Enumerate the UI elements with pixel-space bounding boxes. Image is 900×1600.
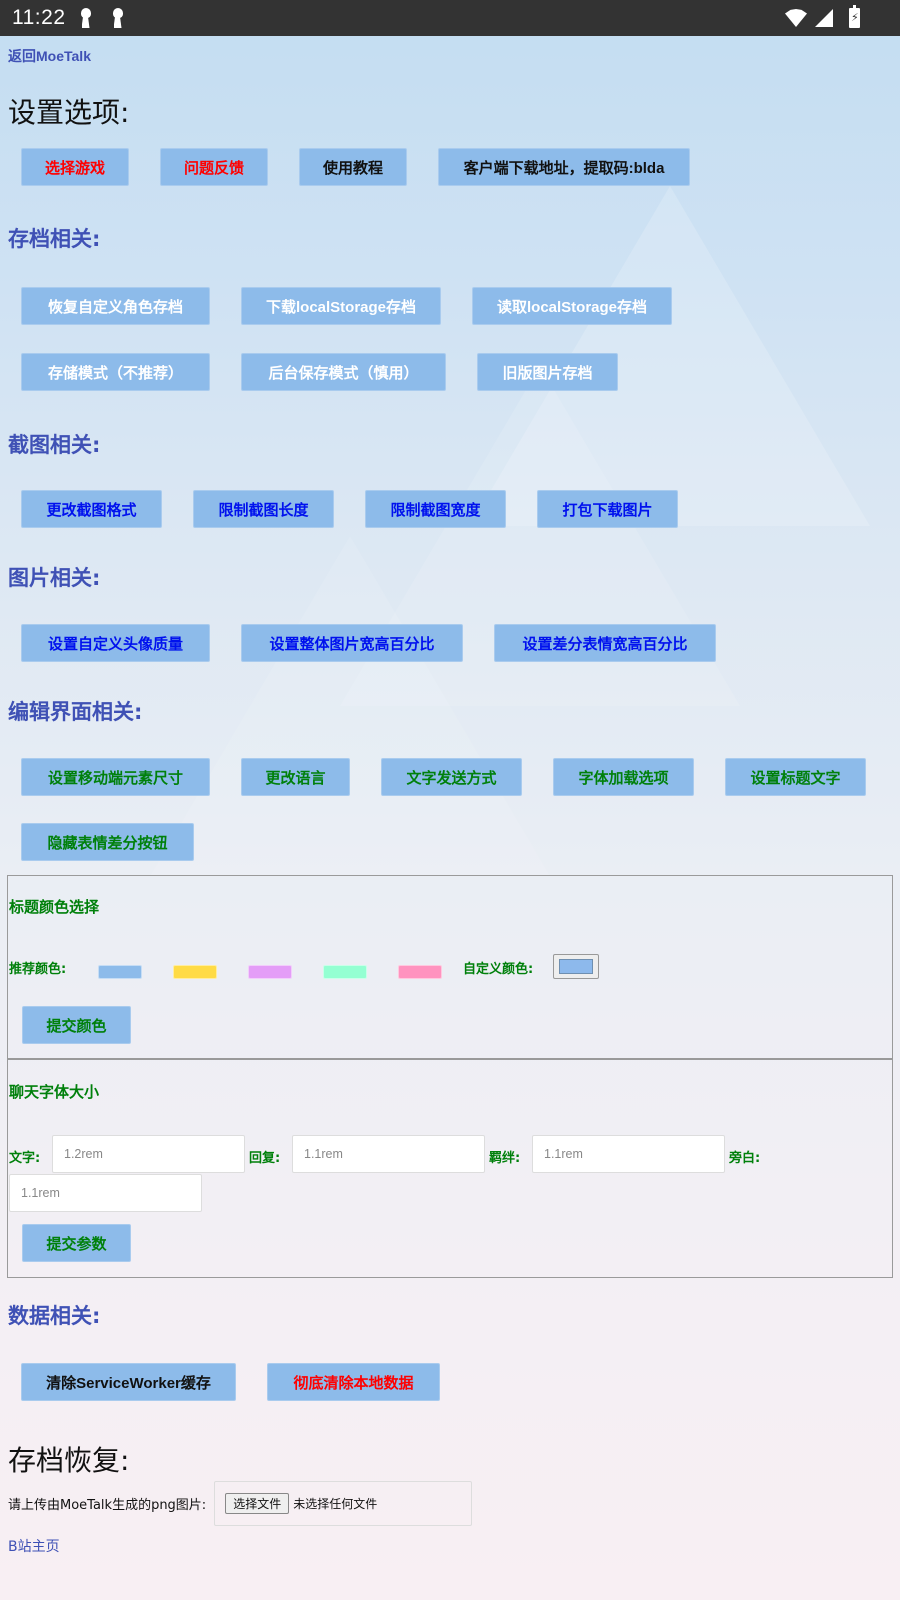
title-color-panel: 标题颜色选择 推荐颜色: 自定义颜色: 提交颜色	[7, 875, 893, 1060]
file-status: 未选择任何文件	[293, 1497, 378, 1511]
top-button-row: 选择游戏 问题反馈 使用教程 客户端下载地址，提取码:blda	[8, 148, 892, 186]
color-swatch-pink[interactable]	[398, 965, 442, 979]
limit-screenshot-length-button[interactable]: 限制截图长度	[193, 490, 334, 528]
feedback-button[interactable]: 问题反馈	[160, 148, 268, 186]
save-button-row-2: 存储模式（不推荐） 后台保存模式（慎用） 旧版图片存档	[8, 353, 892, 391]
section-title-save: 存档相关:	[8, 227, 101, 251]
section-title-editor: 编辑界面相关:	[8, 700, 143, 724]
wifi-icon	[785, 9, 807, 27]
submit-color-button[interactable]: 提交颜色	[22, 1006, 131, 1044]
hide-diff-expression-button[interactable]: 隐藏表情差分按钮	[21, 823, 194, 861]
set-title-text-button[interactable]: 设置标题文字	[725, 758, 866, 796]
color-swatch-blue[interactable]	[98, 965, 142, 979]
mobile-element-size-button[interactable]: 设置移动端元素尺寸	[21, 758, 210, 796]
tutorial-button[interactable]: 使用教程	[299, 148, 407, 186]
clear-local-data-button[interactable]: 彻底清除本地数据	[267, 1363, 440, 1401]
bond-size-input[interactable]: 1.1rem	[532, 1135, 725, 1173]
text-size-input[interactable]: 1.2rem	[52, 1135, 245, 1173]
editor-button-row-2: 隐藏表情差分按钮	[8, 823, 892, 861]
section-title-screenshot: 截图相关:	[8, 433, 101, 457]
clear-serviceworker-cache-button[interactable]: 清除ServiceWorker缓存	[21, 1363, 236, 1401]
chat-font-size-panel: 聊天字体大小 文字: 1.2rem 回复: 1.1rem 羁绊: 1.1rem …	[7, 1058, 893, 1278]
change-language-button[interactable]: 更改语言	[241, 758, 350, 796]
status-time: 11:22	[12, 6, 66, 29]
recommended-colors-label: 推荐颜色:	[9, 962, 67, 977]
settings-page: 返回MoeTalk 设置选项: 选择游戏 问题反馈 使用教程 客户端下载地址，提…	[0, 36, 900, 1556]
status-bar: 11:22 ⚡	[0, 0, 900, 36]
custom-color-preview	[559, 959, 593, 974]
file-input[interactable]: 选择文件 未选择任何文件	[214, 1481, 473, 1526]
battery-charging-icon: ⚡	[849, 5, 860, 28]
storage-mode-button[interactable]: 存储模式（不推荐）	[21, 353, 210, 391]
restore-title: 存档恢复:	[8, 1444, 130, 1477]
editor-button-row: 设置移动端元素尺寸 更改语言 文字发送方式 字体加载选项 设置标题文字	[8, 758, 892, 796]
data-button-row: 清除ServiceWorker缓存 彻底清除本地数据	[8, 1363, 892, 1401]
upload-row: 请上传由MoeTalk生成的png图片: 选择文件 未选择任何文件	[8, 1481, 892, 1526]
back-to-moetalk-link[interactable]: 返回MoeTalk	[8, 48, 91, 64]
custom-color-picker[interactable]	[553, 954, 599, 979]
color-swatch-purple[interactable]	[248, 965, 292, 979]
section-title-data: 数据相关:	[8, 1304, 101, 1328]
restore-custom-character-button[interactable]: 恢复自定义角色存档	[21, 287, 210, 325]
signal-icon	[815, 9, 833, 27]
text-send-method-button[interactable]: 文字发送方式	[381, 758, 522, 796]
reply-size-input[interactable]: 1.1rem	[292, 1135, 485, 1173]
reply-size-label: 回复:	[249, 1151, 281, 1166]
submit-params-button[interactable]: 提交参数	[22, 1224, 131, 1262]
text-size-label: 文字:	[9, 1151, 41, 1166]
choose-file-button[interactable]: 选择文件	[225, 1493, 290, 1514]
font-loading-options-button[interactable]: 字体加载选项	[553, 758, 694, 796]
keyhole-icon	[112, 8, 124, 28]
chat-font-size-heading: 聊天字体大小	[9, 1083, 100, 1101]
select-game-button[interactable]: 选择游戏	[21, 148, 129, 186]
read-localstorage-button[interactable]: 读取localStorage存档	[472, 287, 672, 325]
pack-download-images-button[interactable]: 打包下载图片	[537, 490, 678, 528]
recommended-colors-row: 推荐颜色:	[9, 958, 66, 977]
color-swatch-yellow[interactable]	[173, 965, 217, 979]
color-swatch-mint[interactable]	[323, 965, 367, 979]
section-title-image: 图片相关:	[8, 566, 101, 590]
diff-expression-size-percent-button[interactable]: 设置差分表情宽高百分比	[494, 624, 716, 662]
upload-label: 请上传由MoeTalk生成的png图片:	[8, 1498, 207, 1513]
page-title: 设置选项:	[8, 96, 130, 129]
custom-color-label: 自定义颜色:	[463, 962, 534, 977]
title-color-heading: 标题颜色选择	[9, 898, 100, 916]
narration-size-label: 旁白:	[729, 1151, 761, 1166]
save-button-row: 恢复自定义角色存档 下载localStorage存档 读取localStorag…	[8, 287, 892, 325]
image-button-row: 设置自定义头像质量 设置整体图片宽高百分比 设置差分表情宽高百分比	[8, 624, 892, 662]
bilibili-homepage-link[interactable]: B站主页	[8, 1539, 60, 1555]
bond-size-label: 羁绊:	[489, 1151, 521, 1166]
narration-size-input[interactable]: 1.1rem	[9, 1174, 202, 1212]
keyhole-icon	[80, 8, 92, 28]
download-localstorage-button[interactable]: 下载localStorage存档	[241, 287, 441, 325]
custom-avatar-quality-button[interactable]: 设置自定义头像质量	[21, 624, 210, 662]
limit-screenshot-width-button[interactable]: 限制截图宽度	[365, 490, 506, 528]
change-screenshot-format-button[interactable]: 更改截图格式	[21, 490, 162, 528]
client-download-button[interactable]: 客户端下载地址，提取码:blda	[438, 148, 690, 186]
screenshot-button-row: 更改截图格式 限制截图长度 限制截图宽度 打包下载图片	[8, 490, 892, 528]
legacy-image-save-button[interactable]: 旧版图片存档	[477, 353, 618, 391]
image-size-percent-button[interactable]: 设置整体图片宽高百分比	[241, 624, 463, 662]
background-save-mode-button[interactable]: 后台保存模式（慎用）	[241, 353, 446, 391]
